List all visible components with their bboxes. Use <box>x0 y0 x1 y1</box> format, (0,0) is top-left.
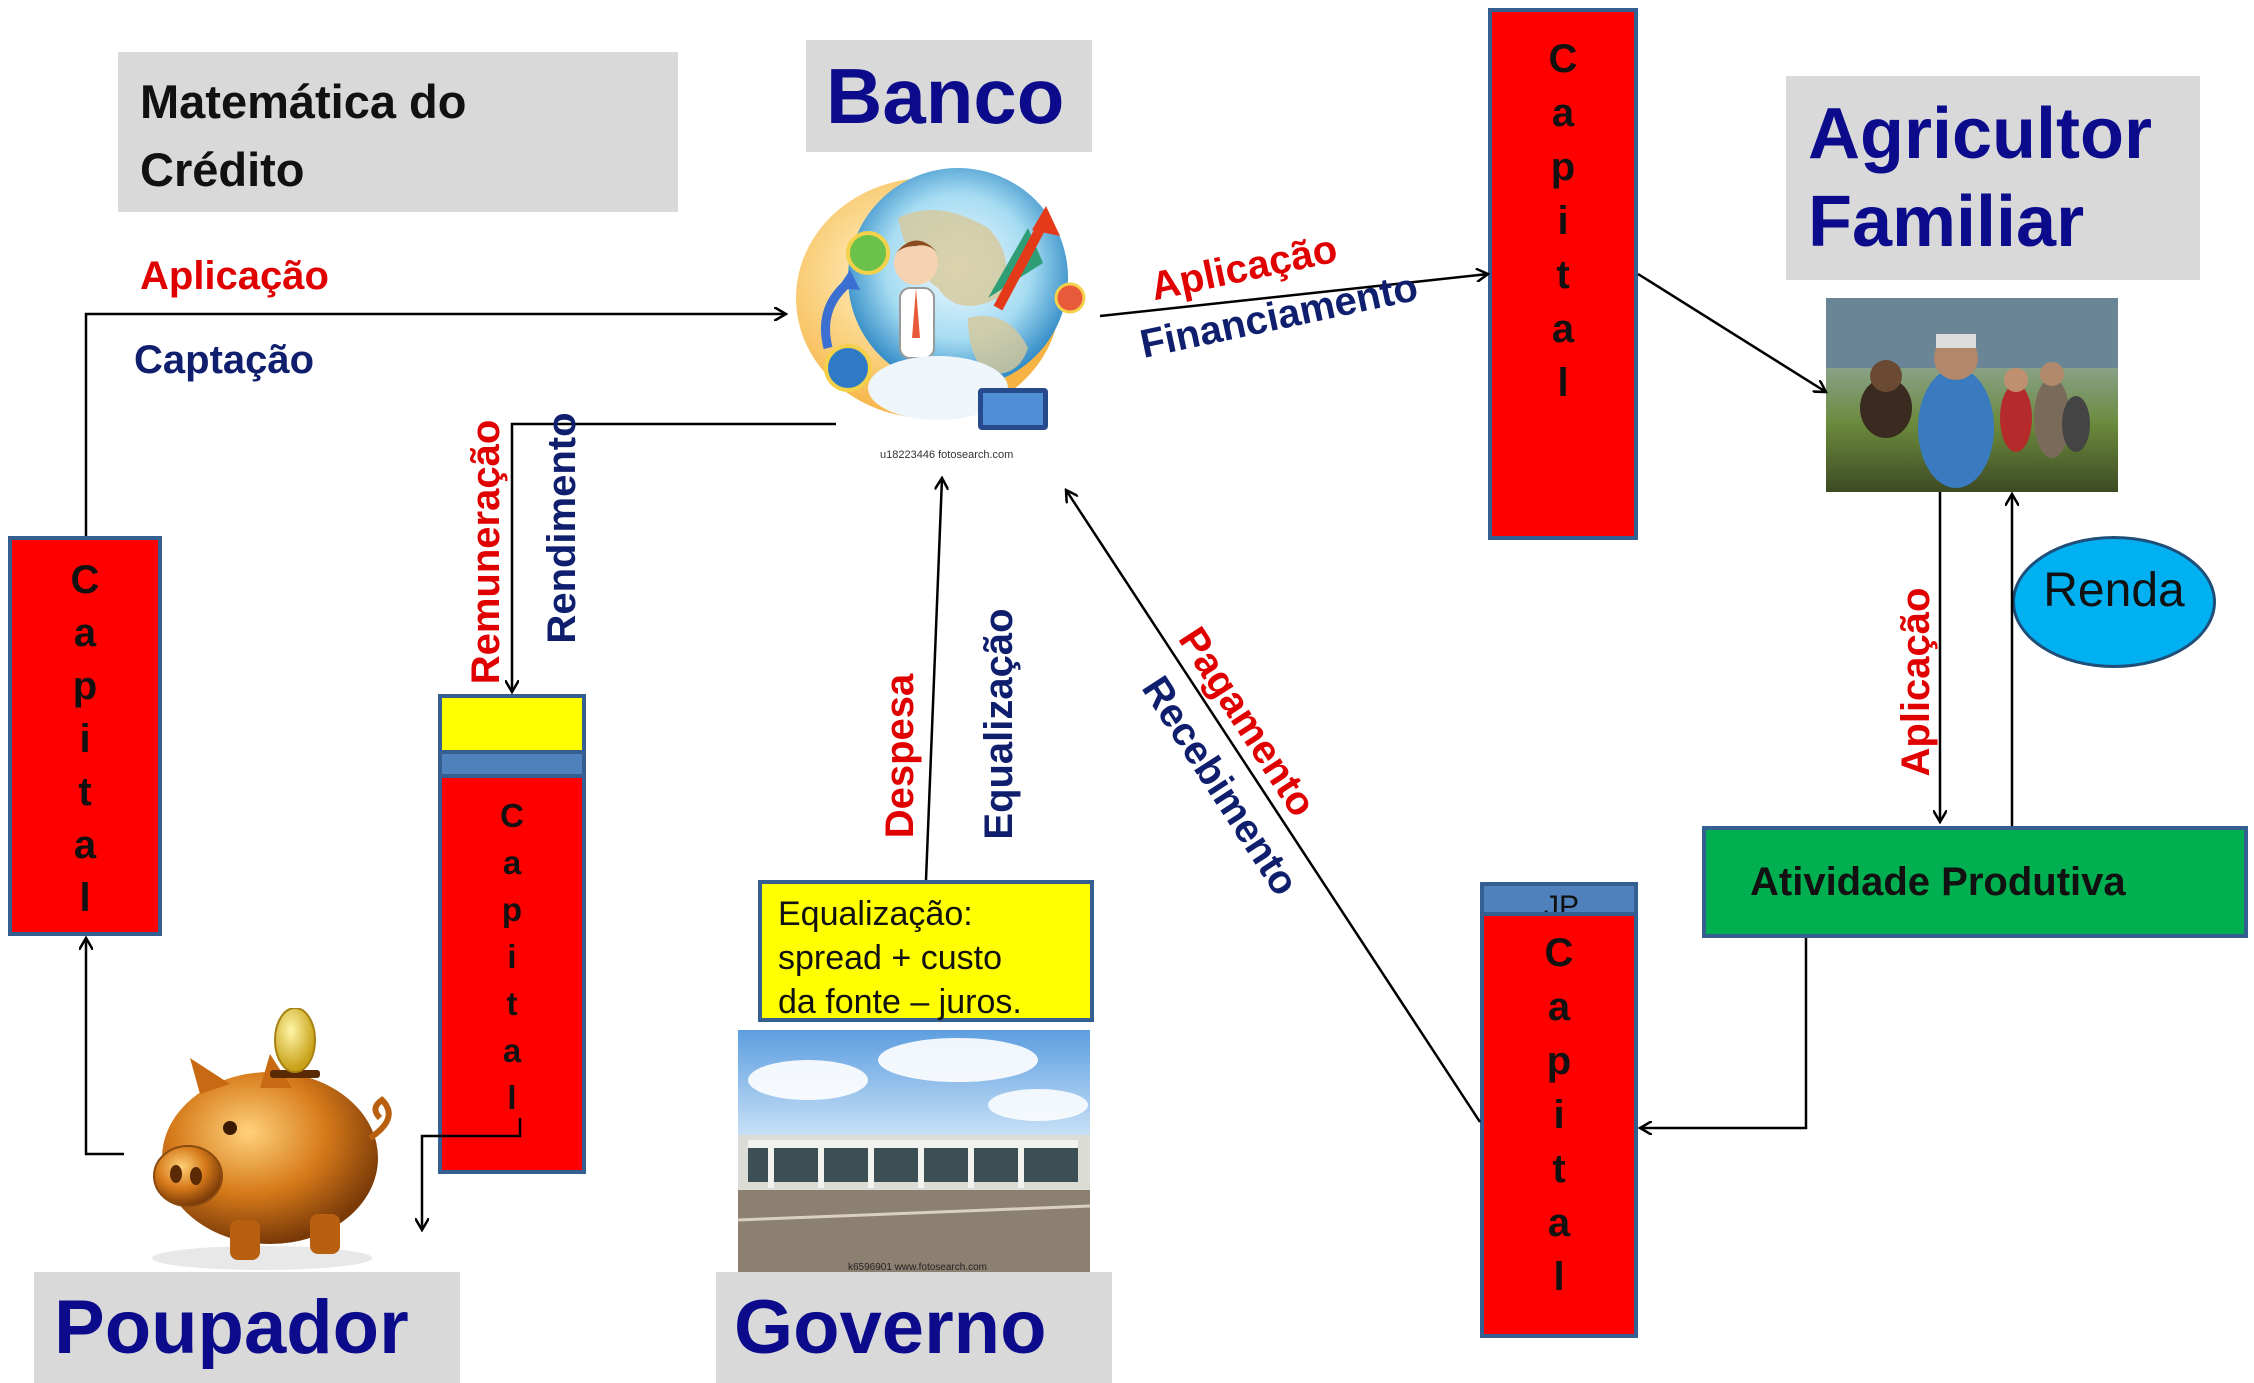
capital-letter: p <box>501 891 523 928</box>
equalizacao-box: Equalização: spread + custo da fonte – j… <box>758 880 1094 1022</box>
capital-letter: p <box>72 664 98 708</box>
capital-letter: a <box>1547 1201 1571 1245</box>
label-aplicacao-left: Aplicação <box>140 254 329 298</box>
capital-letter: l <box>507 1079 517 1116</box>
government-building-photo: k6596901 www.fotosearch.com <box>737 1030 1091 1274</box>
capital-red-segment: C a p i t a l <box>438 774 586 1174</box>
capital-letter: a <box>73 823 97 867</box>
equalizacao-text: Equalização: spread + custo da fonte – j… <box>778 895 1022 1021</box>
capital-letter: p <box>1546 1039 1572 1083</box>
arrow-captacao <box>84 314 786 536</box>
poupador-heading-box: Poupador <box>34 1272 460 1383</box>
capital-letter: l <box>1557 361 1569 405</box>
label-remuneracao: Remuneração <box>464 419 508 685</box>
capital-stack-middle: C a p i t a l <box>438 694 586 1174</box>
capital-letter: t <box>1556 253 1570 297</box>
arrow-financiamento <box>1099 274 1488 318</box>
gov-image-caption: k6596901 www.fotosearch.com <box>848 1262 987 1273</box>
renda-ellipse: Renda <box>2012 536 2216 668</box>
piggy-bank-image <box>120 1007 404 1276</box>
capital-letter: i <box>1553 1093 1565 1137</box>
capital-letter: t <box>78 770 92 814</box>
agricultor-heading-box: Agricultor Familiar <box>1786 76 2200 280</box>
capital-stack-lower-right: JP C a p i t a l <box>1480 882 1638 1338</box>
renda-label: Renda <box>2043 564 2185 617</box>
capital-bar-left: C a p i t a l <box>8 536 162 936</box>
governo-heading-box: Governo <box>716 1272 1112 1383</box>
capital-letter: l <box>1553 1255 1565 1299</box>
capital-letter: C <box>70 558 100 602</box>
arrow-atividade-to-capital <box>1640 938 1808 1128</box>
label-aplicacao-vertical: Aplicação <box>1894 587 1938 777</box>
poupador-heading: Poupador <box>54 1285 409 1370</box>
arrow-pagamento <box>1066 490 1482 1123</box>
atividade-produtiva-label: Atividade Produtiva <box>1750 860 2126 904</box>
capital-letter: t <box>506 985 518 1022</box>
label-equalizacao: Equalização <box>977 608 1021 840</box>
page-title: Matemática do Crédito <box>140 75 467 196</box>
governo-heading: Governo <box>734 1285 1047 1370</box>
capital-letter: a <box>502 844 522 881</box>
arrow-rendimento <box>512 422 836 692</box>
label-despesa: Despesa <box>878 673 922 839</box>
capital-letter: i <box>79 717 91 761</box>
capital-letter: i <box>507 938 517 975</box>
capital-letter: a <box>73 611 97 655</box>
capital-letter: C <box>500 797 524 834</box>
capital-letter: a <box>1551 307 1575 351</box>
farmers-photo <box>1826 298 2118 492</box>
agricultor-heading: Agricultor Familiar <box>1808 94 2153 262</box>
arrow-to-poupador <box>422 1118 522 1230</box>
label-captacao: Captação <box>134 338 315 382</box>
capital-letter: p <box>1550 145 1576 189</box>
capital-letter: a <box>1547 985 1571 1029</box>
capital-letter: t <box>1552 1147 1566 1191</box>
capital-letter: C <box>1548 37 1578 81</box>
label-rendimento: Rendimento <box>540 412 584 644</box>
atividade-produtiva-box: Atividade Produtiva <box>1702 826 2248 938</box>
bank-image-caption: u18223446 fotosearch.com <box>880 449 1013 461</box>
capital-red-segment: C a p i t a l <box>1480 912 1638 1338</box>
arrow-equalizacao <box>924 478 942 881</box>
capital-letter: a <box>1551 91 1575 135</box>
capital-letter: a <box>502 1032 522 1069</box>
arrow-capital-to-agricultor <box>1637 272 1826 392</box>
title-box: Matemática do Crédito <box>118 52 678 212</box>
banco-heading: Banco <box>826 52 1065 140</box>
capital-letter: l <box>79 876 91 920</box>
capital-letter: C <box>1544 931 1574 975</box>
banco-heading-box: Banco <box>806 40 1092 152</box>
arrow-piggy-to-capital <box>86 938 124 1156</box>
capital-letter: i <box>1557 199 1569 243</box>
bank-illustration: u18223446 fotosearch.com <box>788 158 1098 476</box>
